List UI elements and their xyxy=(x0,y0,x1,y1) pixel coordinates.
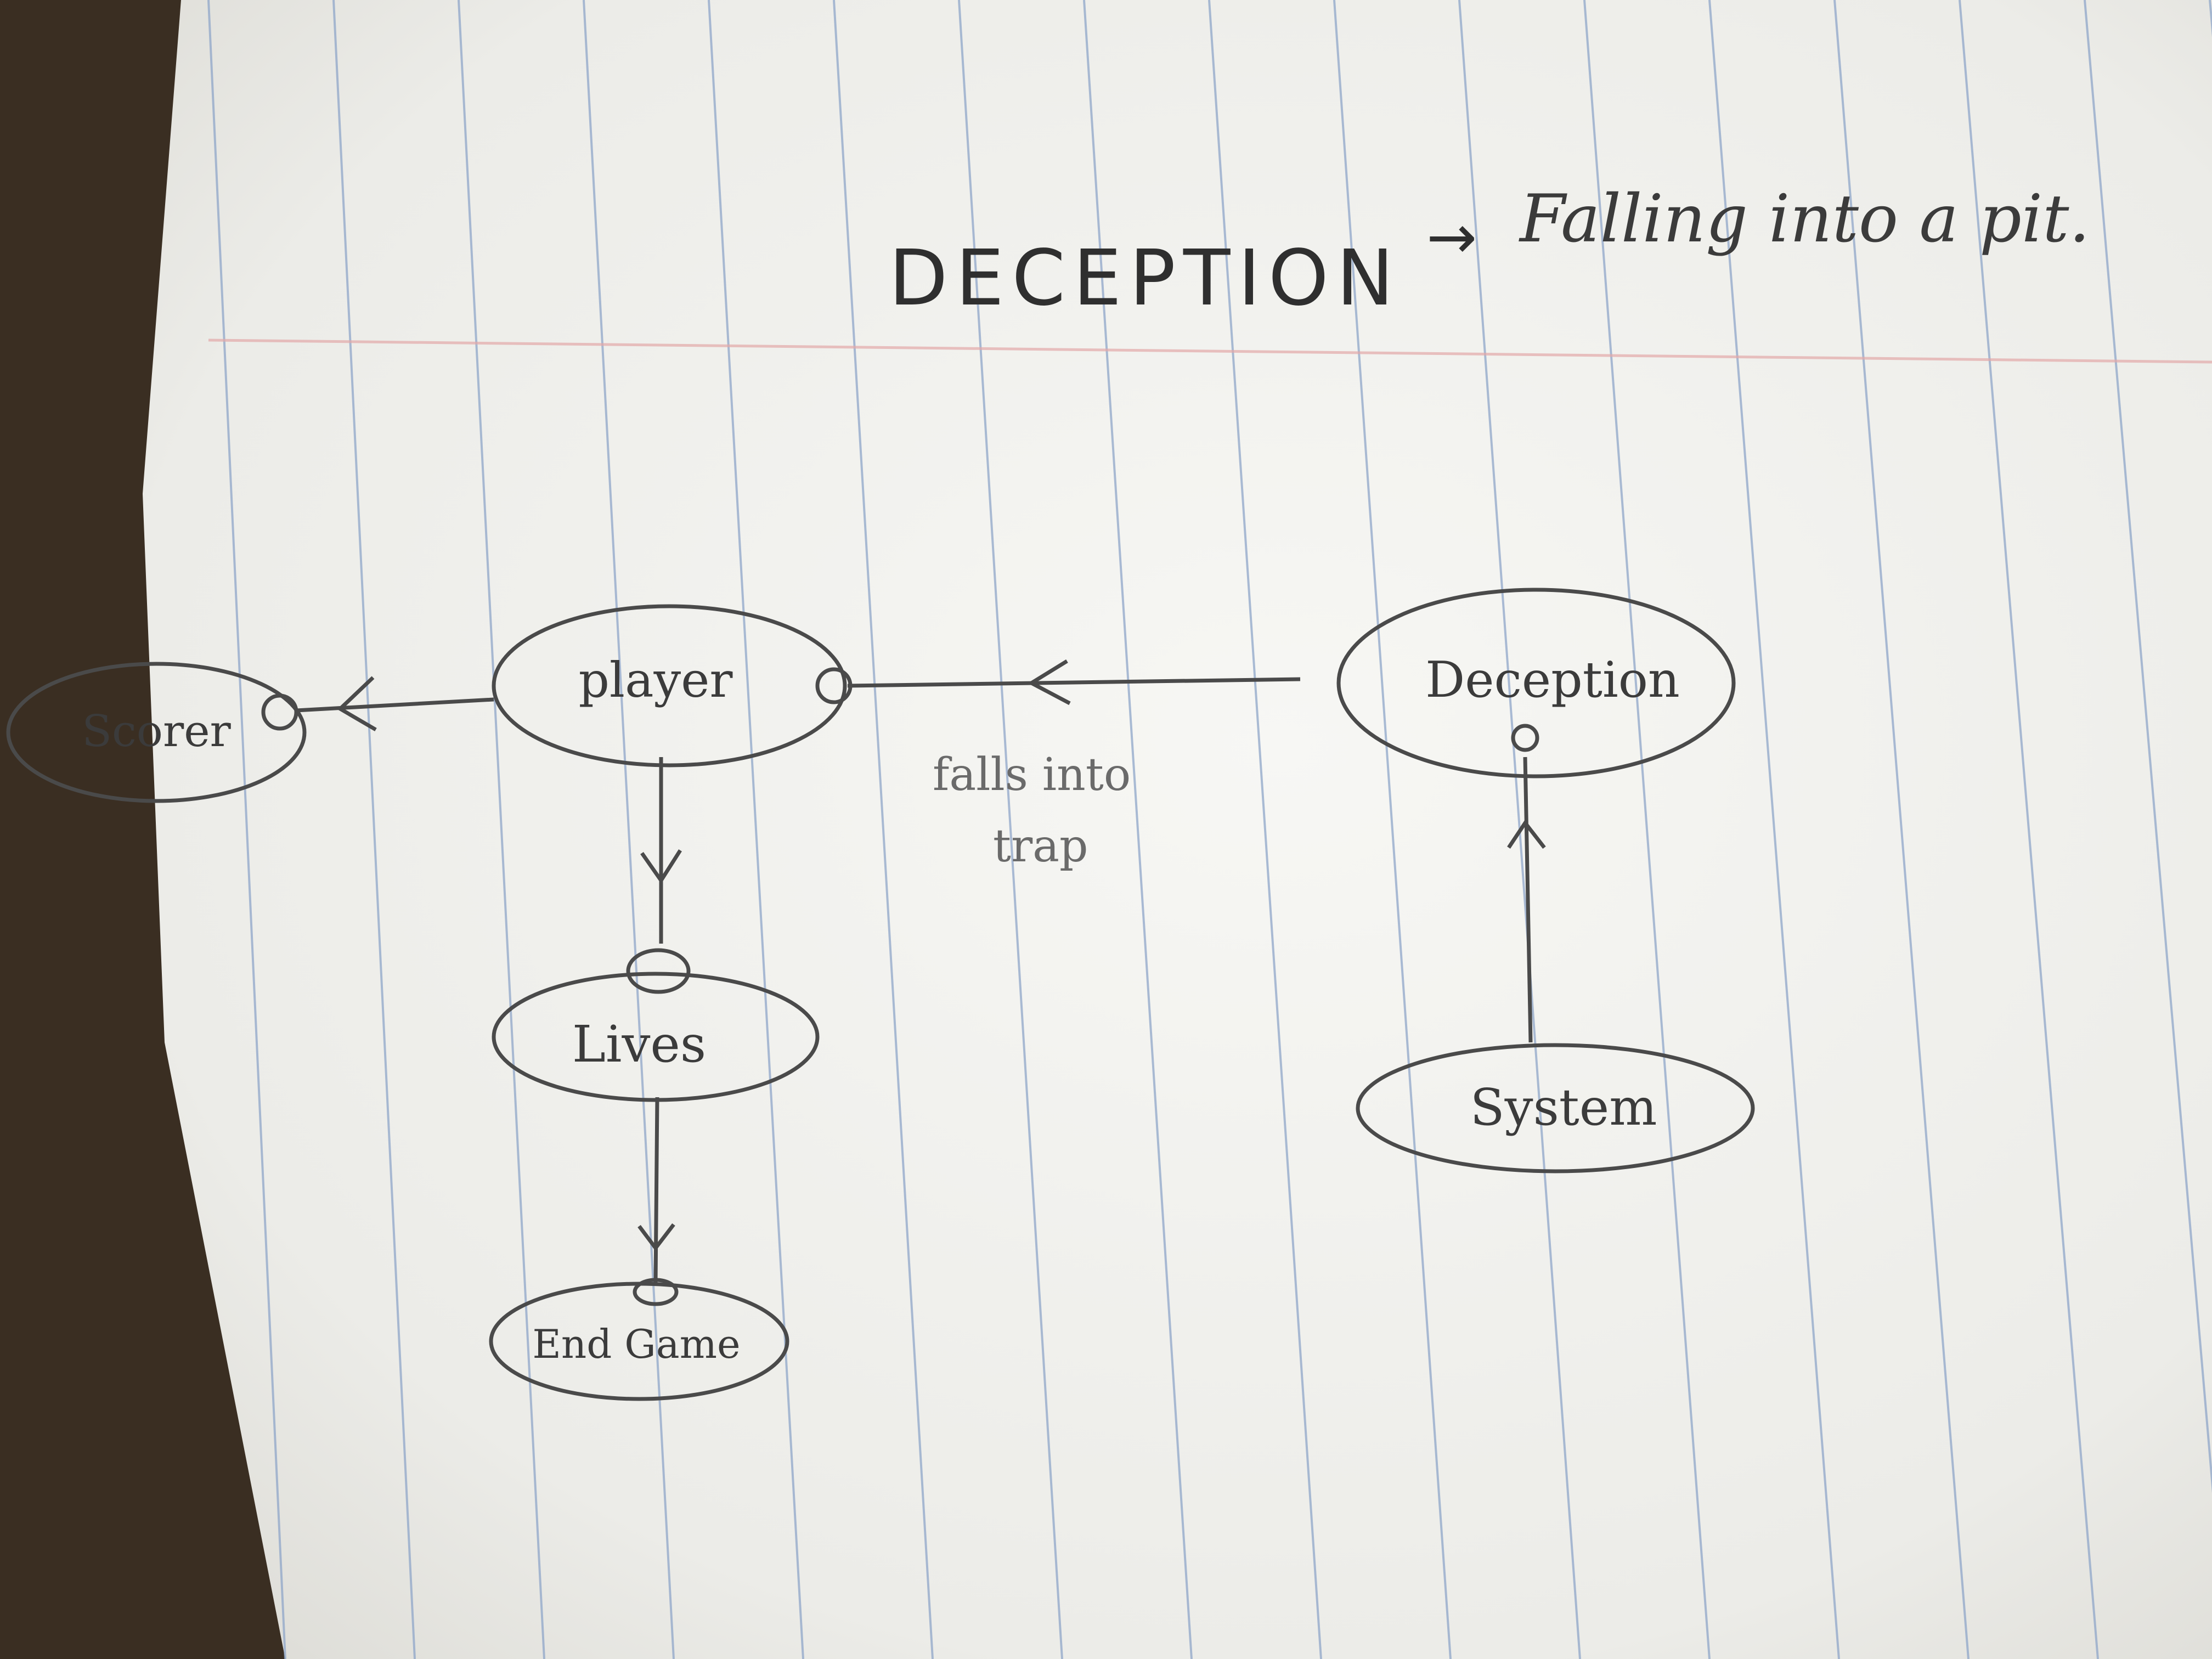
node-lives xyxy=(492,972,820,1102)
node-player xyxy=(492,604,847,768)
rule-line xyxy=(2084,0,2212,1493)
rule-line xyxy=(1959,0,2099,1659)
edge-label-line1: falls into xyxy=(933,749,1131,801)
arrowhead-lives xyxy=(640,849,682,884)
port-end-game xyxy=(633,1278,679,1306)
label-system: System xyxy=(1470,1078,1657,1137)
arrowhead-scorer xyxy=(337,676,377,732)
edge-label-line2: trap xyxy=(993,820,1088,872)
title-arrow: → xyxy=(1426,202,1477,272)
node-scorer xyxy=(6,662,307,803)
rule-line xyxy=(1208,0,1322,1659)
rule-line xyxy=(708,0,804,1659)
label-lives: Lives xyxy=(572,1015,706,1074)
rule-line xyxy=(332,0,416,1659)
notebook-rules xyxy=(207,0,2212,1659)
arrowhead-deception xyxy=(1507,820,1546,849)
port-deception xyxy=(1511,724,1539,752)
port-player xyxy=(815,667,853,704)
edge-system-deception xyxy=(1523,757,1533,1043)
label-scorer: Scorer xyxy=(82,706,231,757)
rule-line xyxy=(958,0,1063,1659)
diagram-subtitle: Falling into a pit. xyxy=(1519,181,2090,257)
edge-player-scorer xyxy=(296,697,494,713)
label-player: player xyxy=(579,652,733,708)
rule-line xyxy=(1333,0,1452,1659)
rule-line xyxy=(833,0,934,1659)
port-scorer xyxy=(261,693,298,731)
node-deception xyxy=(1336,588,1736,778)
edge-lives-endgame xyxy=(653,1097,659,1284)
edge-deception-player xyxy=(847,677,1301,688)
arrowhead-player xyxy=(1027,659,1071,706)
rule-line xyxy=(207,0,286,1659)
node-system xyxy=(1356,1043,1755,1173)
rule-line xyxy=(458,0,545,1659)
rule-line xyxy=(1083,0,1193,1659)
label-deception: Deception xyxy=(1425,651,1680,709)
rule-line xyxy=(1708,0,1840,1659)
rule-line xyxy=(583,0,675,1659)
rule-line xyxy=(1583,0,1711,1659)
margin-line xyxy=(208,338,2212,364)
rule-line xyxy=(1833,0,1970,1659)
diagram-title: DECEPTION xyxy=(889,234,1402,323)
label-end-game: End Game xyxy=(532,1321,740,1367)
arrowhead-endgame xyxy=(637,1223,675,1251)
port-lives xyxy=(626,948,691,994)
